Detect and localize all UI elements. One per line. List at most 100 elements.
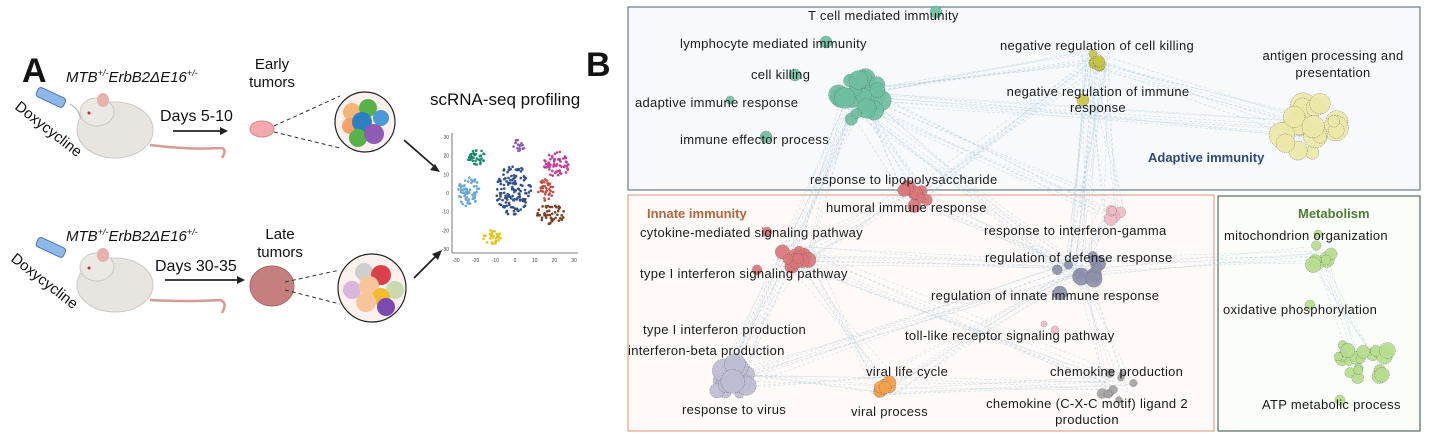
tsne-y-tick-label: 10 [443, 172, 449, 178]
tsne-point [511, 165, 514, 169]
node-label-cytokine: cytokine-mediated signaling pathway [640, 225, 863, 240]
network-node-pale_yellow [1292, 122, 1306, 136]
tsne-point [498, 197, 501, 201]
tsne-point [463, 184, 466, 187]
network-edge [885, 377, 1109, 391]
tsne-point [470, 152, 473, 156]
tsne-point [499, 203, 503, 207]
network-node-teal [844, 112, 858, 126]
tsne-point [518, 147, 522, 150]
tsne-point [475, 181, 479, 184]
node-label-type1-ifn-signaling: type I interferon signaling pathway [640, 266, 848, 281]
genotype-label-early: MTB+/-ErbB2ΔE16+/- [66, 68, 198, 86]
network-node-orange [874, 384, 888, 398]
tsne-point [565, 164, 569, 168]
tsne-point [472, 193, 476, 196]
tsne-point [548, 182, 551, 186]
profiling-title: scRNA-seq profiling [430, 90, 581, 109]
tsne-point [544, 214, 547, 217]
network-node-pale_yellow [1328, 122, 1345, 139]
node-label-type1-ifn-production: type I interferon production [643, 322, 807, 337]
tsne-point [505, 209, 509, 213]
tsne-point [558, 169, 562, 172]
tsne-point [494, 242, 497, 245]
genotype-mid: ErbB2ΔE16 [108, 69, 187, 86]
tsne-point [472, 195, 476, 198]
tsne-point [519, 208, 523, 211]
network-node-green [1373, 364, 1387, 377]
network-node-olive [1093, 58, 1106, 71]
node-label-neg-reg-immune-response: negative regulation of immune response [978, 84, 1218, 116]
tsne-point [473, 162, 477, 166]
tsne-point [563, 155, 567, 158]
tsne-point [509, 167, 512, 171]
network-edge [890, 387, 1120, 391]
tsne-point [543, 159, 547, 163]
tsne-point [505, 204, 509, 208]
tsne-point [514, 168, 518, 171]
tsne-point [551, 174, 555, 177]
tsne-point [548, 165, 551, 169]
treatment-label-early: Doxycycline [11, 98, 86, 161]
tsne-point [498, 232, 502, 235]
network-node-pale_yellow [1303, 123, 1328, 149]
tsne-point [457, 195, 461, 198]
network-node-green [1351, 371, 1364, 384]
network-node-pale_yellow [1290, 92, 1317, 119]
tsne-point [543, 165, 546, 168]
tsne-point [465, 196, 469, 199]
network-node-teal [850, 77, 872, 99]
node-label-oxphos: oxidative phosphorylation [1223, 302, 1378, 317]
tsne-point [476, 187, 479, 191]
tsne-point [472, 185, 476, 188]
tsne-point [512, 198, 515, 202]
network-node-red [782, 254, 794, 265]
network-node-green [1374, 367, 1390, 383]
tsne-point [516, 146, 519, 150]
network-edge [1089, 59, 1103, 204]
tsne-point [523, 204, 527, 207]
network-node-gray [1108, 385, 1118, 395]
tsne-point [513, 176, 517, 179]
tsne-point [495, 232, 499, 236]
tsne-point [537, 213, 540, 217]
tsne-point [482, 159, 485, 162]
network-node-teal [864, 100, 884, 121]
network-node-green [1365, 347, 1379, 361]
tsne-point [549, 173, 552, 176]
tsne-point [514, 141, 517, 145]
network-node-slate [1074, 269, 1085, 280]
tsne-point [475, 149, 478, 152]
tsne-point [550, 212, 554, 216]
tsne-point [544, 159, 547, 163]
label-line: negative regulation of immune [1006, 84, 1190, 99]
network-node-teal [855, 68, 876, 89]
tsne-point [548, 187, 551, 191]
tsne-point [514, 212, 517, 216]
tsne-point [515, 207, 519, 211]
tsne-point [554, 164, 558, 168]
label-line: production [1055, 412, 1119, 427]
tsne-point [479, 154, 483, 158]
tsne-point [552, 218, 555, 221]
tsne-point [482, 152, 485, 156]
network-node-olive [1093, 57, 1104, 68]
network-node-pale_yellow [1268, 122, 1295, 148]
tsne-point [543, 197, 546, 200]
tsne-point [472, 151, 476, 155]
duration-label-late: Days 30-35 [155, 258, 237, 275]
network-node-teal [857, 101, 871, 115]
node-label-reg-defense: regulation of defense response [985, 250, 1173, 265]
tsne-point [543, 199, 547, 202]
tsne-point [459, 190, 463, 194]
tsne-x-tick-label: -30 [452, 258, 459, 264]
tsne-point [459, 200, 463, 204]
tsne-point [523, 175, 526, 179]
tsne-point [552, 165, 555, 168]
tsne-point [561, 216, 565, 219]
tsne-point [514, 182, 518, 185]
tsne-point [550, 154, 554, 158]
tsne-point [505, 210, 508, 214]
tsne-point [489, 229, 492, 232]
